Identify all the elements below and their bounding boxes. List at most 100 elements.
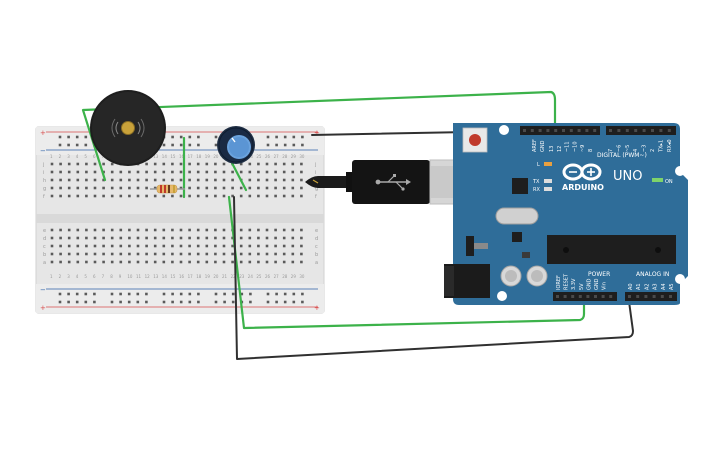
- breadboard-hole[interactable]: [179, 194, 183, 198]
- breadboard-hole[interactable]: [128, 194, 131, 198]
- breadboard-hole[interactable]: [291, 228, 295, 232]
- breadboard-hole[interactable]: [231, 244, 234, 248]
- rail-hole[interactable]: [119, 292, 122, 296]
- breadboard-hole[interactable]: [274, 178, 277, 182]
- breadboard-hole[interactable]: [248, 252, 252, 256]
- breadboard-hole[interactable]: [282, 186, 286, 190]
- breadboard-hole[interactable]: [179, 162, 183, 166]
- breadboard-hole[interactable]: [300, 252, 303, 256]
- header-pin[interactable]: [625, 129, 629, 132]
- rail-hole[interactable]: [171, 135, 174, 139]
- breadboard-hole[interactable]: [231, 194, 234, 198]
- breadboard-hole[interactable]: [119, 244, 123, 248]
- breadboard-hole[interactable]: [291, 194, 295, 198]
- rail-hole[interactable]: [231, 300, 235, 304]
- breadboard-hole[interactable]: [102, 178, 105, 182]
- rail-hole[interactable]: [197, 143, 200, 147]
- breadboard-hole[interactable]: [248, 228, 252, 232]
- breadboard-hole[interactable]: [162, 228, 166, 232]
- breadboard-hole[interactable]: [110, 178, 114, 182]
- breadboard-hole[interactable]: [257, 244, 260, 248]
- breadboard-hole[interactable]: [162, 178, 166, 182]
- breadboard-hole[interactable]: [128, 252, 131, 256]
- breadboard-hole[interactable]: [59, 170, 62, 174]
- breadboard-hole[interactable]: [153, 162, 157, 166]
- breadboard-hole[interactable]: [153, 228, 157, 232]
- breadboard-hole[interactable]: [239, 228, 243, 232]
- breadboard-hole[interactable]: [274, 194, 277, 198]
- breadboard-hole[interactable]: [119, 236, 123, 240]
- breadboard-hole[interactable]: [239, 236, 243, 240]
- rail-hole[interactable]: [179, 135, 183, 139]
- breadboard-hole[interactable]: [257, 178, 260, 182]
- reset-button[interactable]: [462, 127, 488, 153]
- rail-hole[interactable]: [188, 143, 192, 147]
- breadboard-hole[interactable]: [85, 178, 88, 182]
- rail-hole[interactable]: [223, 300, 226, 304]
- breadboard-hole[interactable]: [274, 236, 277, 240]
- breadboard-hole[interactable]: [128, 228, 131, 232]
- breadboard-hole[interactable]: [282, 162, 286, 166]
- breadboard-hole[interactable]: [171, 194, 174, 198]
- breadboard-hole[interactable]: [265, 236, 269, 240]
- breadboard-hole[interactable]: [136, 170, 140, 174]
- rail-hole[interactable]: [75, 143, 79, 147]
- breadboard-hole[interactable]: [128, 178, 131, 182]
- breadboard-hole[interactable]: [282, 194, 286, 198]
- breadboard-hole[interactable]: [67, 178, 71, 182]
- header-pin[interactable]: [636, 295, 640, 298]
- breadboard-hole[interactable]: [188, 178, 191, 182]
- rail-hole[interactable]: [162, 292, 166, 296]
- rail-hole[interactable]: [283, 135, 287, 139]
- header-pin[interactable]: [659, 129, 663, 132]
- rail-hole[interactable]: [197, 292, 200, 296]
- breadboard-hole[interactable]: [239, 170, 243, 174]
- breadboard-hole[interactable]: [196, 178, 200, 182]
- breadboard-hole[interactable]: [162, 260, 166, 264]
- breadboard-hole[interactable]: [110, 186, 114, 190]
- breadboard-hole[interactable]: [85, 260, 88, 264]
- breadboard-hole[interactable]: [300, 170, 303, 174]
- breadboard-hole[interactable]: [67, 228, 71, 232]
- breadboard-hole[interactable]: [265, 178, 269, 182]
- potentiometer[interactable]: [217, 126, 255, 164]
- breadboard-hole[interactable]: [93, 260, 97, 264]
- breadboard-hole[interactable]: [214, 162, 217, 166]
- breadboard-hole[interactable]: [239, 244, 243, 248]
- breadboard-hole[interactable]: [145, 228, 148, 232]
- breadboard-hole[interactable]: [102, 228, 105, 232]
- rail-hole[interactable]: [127, 300, 131, 304]
- breadboard-hole[interactable]: [67, 194, 71, 198]
- rail-hole[interactable]: [197, 300, 200, 304]
- breadboard-hole[interactable]: [282, 228, 286, 232]
- breadboard-hole[interactable]: [128, 170, 131, 174]
- rail-hole[interactable]: [292, 135, 296, 139]
- breadboard-hole[interactable]: [128, 260, 131, 264]
- breadboard-hole[interactable]: [188, 244, 191, 248]
- breadboard-hole[interactable]: [274, 162, 277, 166]
- header-pin[interactable]: [577, 129, 581, 132]
- rail-hole[interactable]: [266, 135, 270, 139]
- rail-hole[interactable]: [301, 143, 304, 147]
- breadboard-hole[interactable]: [162, 236, 166, 240]
- breadboard-hole[interactable]: [59, 236, 62, 240]
- breadboard-hole[interactable]: [205, 236, 209, 240]
- breadboard-hole[interactable]: [179, 178, 183, 182]
- breadboard-hole[interactable]: [76, 236, 80, 240]
- breadboard-hole[interactable]: [231, 186, 234, 190]
- breadboard-hole[interactable]: [153, 170, 157, 174]
- breadboard-hole[interactable]: [196, 170, 200, 174]
- breadboard-hole[interactable]: [110, 170, 114, 174]
- breadboard-hole[interactable]: [205, 186, 209, 190]
- rail-hole[interactable]: [145, 292, 148, 296]
- rail-hole[interactable]: [214, 300, 218, 304]
- piezo-buzzer[interactable]: [90, 90, 166, 166]
- breadboard-hole[interactable]: [171, 228, 174, 232]
- breadboard-hole[interactable]: [153, 260, 157, 264]
- breadboard-hole[interactable]: [291, 236, 295, 240]
- wire-green-top[interactable]: [81, 90, 557, 182]
- breadboard-hole[interactable]: [59, 186, 62, 190]
- power-jack[interactable]: [444, 264, 490, 298]
- breadboard-hole[interactable]: [291, 244, 295, 248]
- breadboard-hole[interactable]: [67, 236, 71, 240]
